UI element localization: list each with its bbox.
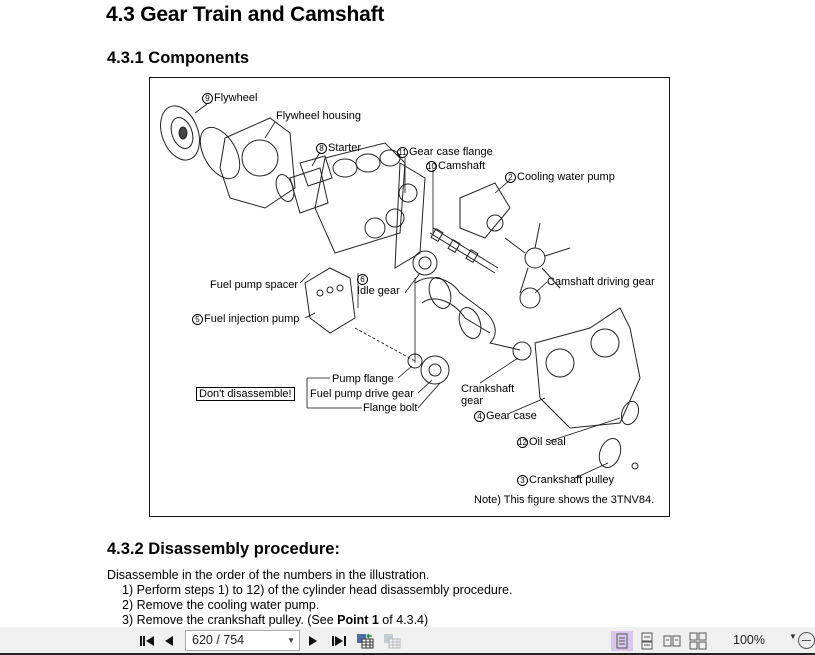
page-number-input[interactable]: 620 / 754 ▼	[185, 630, 300, 651]
label-idle-gear-number: 6	[357, 273, 369, 285]
starter-part	[299, 155, 333, 187]
facing-view-button[interactable]	[661, 631, 683, 651]
label-pump-flange: Pump flange	[332, 373, 394, 385]
subsection-components-title: 4.3.1 Components	[107, 49, 250, 67]
label-camshaft-driving-gear: Camshaft driving gear	[547, 276, 655, 288]
camshaft-driving-gear-part	[519, 287, 541, 309]
label-crankshaft-gear-line2: gear	[461, 395, 484, 407]
fuel-pump-drive-gear-part	[420, 355, 450, 385]
step-2: 2) Remove the cooling water pump.	[122, 598, 320, 612]
continuous-view-icon	[641, 632, 653, 650]
label-crankshaft-gear-line1: Crankshaft	[461, 383, 515, 395]
page-dropdown-icon[interactable]: ▼	[287, 636, 295, 645]
continuous-view-button[interactable]	[636, 631, 658, 651]
continuous-facing-view-button[interactable]	[687, 631, 709, 651]
zoom-out-icon[interactable]	[798, 632, 815, 649]
ring-gasket	[199, 126, 241, 180]
continuous-facing-view-icon	[689, 632, 707, 650]
next-page-icon	[309, 636, 317, 646]
step-1: 1) Perform steps 1) to 12) of the cylind…	[122, 583, 513, 597]
label-flange-bolt: Flange bolt	[363, 402, 418, 414]
previous-page-button[interactable]	[162, 631, 176, 651]
crankshaft-pulley-part	[598, 437, 622, 469]
last-page-icon	[332, 636, 346, 646]
crankshaft-gear-part	[512, 341, 532, 361]
cooling-water-pump-part	[459, 182, 511, 239]
idle-gear-part	[412, 250, 438, 276]
zoom-dropdown-icon[interactable]: ▼	[789, 632, 797, 641]
previous-page-icon	[165, 636, 173, 646]
navigation-toolbar: 620 / 754 ▼ 100% ▼	[0, 627, 815, 655]
first-page-button[interactable]	[138, 631, 156, 651]
label-fuel-pump-spacer: Fuel pump spacer	[210, 279, 299, 291]
zoom-level[interactable]: 100%	[733, 633, 765, 647]
cooling-fan-part	[504, 222, 571, 294]
dont-disassemble-warning: Don't disassemble!	[196, 387, 295, 401]
previous-view-button[interactable]	[355, 631, 375, 651]
next-page-button[interactable]	[306, 631, 320, 651]
single-page-view-button[interactable]	[611, 631, 633, 651]
next-view-button[interactable]	[382, 631, 402, 651]
subsection-disassembly-title: 4.3.2 Disassembly procedure:	[107, 540, 340, 558]
flywheel-housing-part	[219, 117, 296, 209]
oil-seal-part	[620, 400, 640, 426]
label-flywheel-housing: Flywheel housing	[276, 110, 361, 122]
figure-note: Note) This figure shows the 3TNV84.	[474, 494, 655, 506]
label-fuel-pump-drive-gear: Fuel pump drive gear	[310, 388, 414, 400]
previous-view-icon	[357, 633, 374, 649]
flywheel-part	[160, 105, 200, 161]
step-3: 3) Remove the crankshaft pulley. (See Po…	[122, 613, 429, 627]
cylinder-block-part	[314, 142, 426, 269]
single-page-view-icon	[616, 633, 628, 649]
disassembly-intro: Disassemble in the order of the numbers …	[107, 568, 430, 582]
next-view-icon	[384, 634, 401, 649]
crankshaft-part	[414, 277, 521, 351]
fuel-injection-pump-part	[304, 267, 356, 334]
camshaft-part	[429, 227, 499, 274]
gear-case-part	[534, 307, 641, 429]
label-idle-gear: Idle gear	[357, 285, 400, 297]
last-page-button[interactable]	[330, 631, 348, 651]
exploded-view-drawing	[160, 103, 641, 479]
first-page-icon	[140, 636, 154, 646]
section-title: 4.3 Gear Train and Camshaft	[106, 3, 385, 26]
facing-view-icon	[663, 635, 681, 647]
document-page: 4.3 Gear Train and Camshaft 4.3.1 Compon…	[106, 3, 670, 627]
